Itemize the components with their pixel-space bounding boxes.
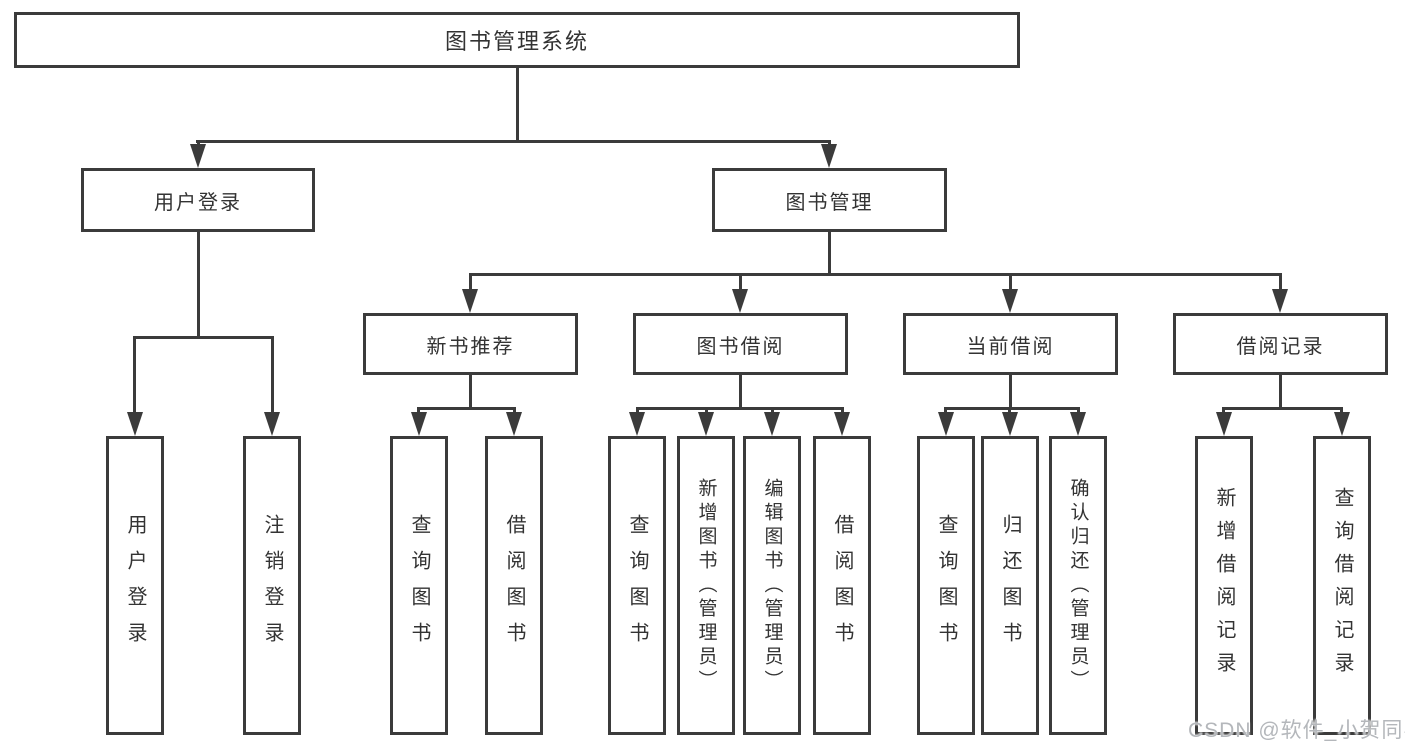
connector-line <box>636 407 639 415</box>
connector-line <box>516 68 519 140</box>
leaf-label: 借阅图书 <box>503 513 525 658</box>
node-library-management-system: 图书管理系统 <box>14 12 1020 68</box>
node-user-login: 用户登录 <box>81 168 315 232</box>
leaf-logout-login: 注销登录 <box>243 436 301 735</box>
arrow-down-icon <box>127 412 143 436</box>
leaf-add-books-admin: 新增图书（管理员） <box>677 436 735 735</box>
connector-line <box>513 407 516 415</box>
arrow-down-icon <box>462 289 478 313</box>
leaf-edit-books-admin: 编辑图书（管理员） <box>743 436 801 735</box>
connector-line <box>417 407 420 415</box>
connector-line <box>1077 407 1080 415</box>
connector-line <box>469 273 1281 276</box>
arrow-down-icon <box>938 412 954 436</box>
arrow-down-icon <box>1002 412 1018 436</box>
connector-line <box>271 336 274 414</box>
leaf-query-books-recommend: 查询图书 <box>390 436 448 735</box>
leaf-label: 新增借阅记录 <box>1213 486 1235 685</box>
connector-line <box>1009 273 1012 291</box>
connector-line <box>133 336 274 339</box>
node-borrowing-records: 借阅记录 <box>1173 313 1388 375</box>
leaf-confirm-return-admin: 确认归还（管理员） <box>1049 436 1107 735</box>
arrow-down-icon <box>629 412 645 436</box>
node-book-borrowing: 图书借阅 <box>633 313 848 375</box>
leaf-return-books: 归还图书 <box>981 436 1039 735</box>
arrow-down-icon <box>1002 289 1018 313</box>
node-book-management: 图书管理 <box>712 168 947 232</box>
leaf-label: 用户登录 <box>124 513 146 658</box>
leaf-query-books-current: 查询图书 <box>917 436 975 735</box>
arrow-down-icon <box>190 144 206 168</box>
node-current-borrowing: 当前借阅 <box>903 313 1118 375</box>
arrow-down-icon <box>264 412 280 436</box>
node-label: 当前借阅 <box>966 335 1055 358</box>
connector-line <box>469 273 472 291</box>
connector-line <box>133 336 136 414</box>
arrow-down-icon <box>1334 412 1350 436</box>
leaf-label: 查询图书 <box>935 513 957 658</box>
connector-line <box>944 407 1080 410</box>
arrow-down-icon <box>1272 289 1288 313</box>
leaf-borrow-books-recommend: 借阅图书 <box>485 436 543 735</box>
arrow-down-icon <box>732 289 748 313</box>
connector-line <box>196 140 831 143</box>
connector-line <box>771 407 774 415</box>
connector-line <box>1340 407 1343 415</box>
connector-line <box>469 375 472 407</box>
leaf-borrow-books-borrowing: 借阅图书 <box>813 436 871 735</box>
node-label: 新书推荐 <box>426 335 515 358</box>
leaf-label: 注销登录 <box>261 513 283 658</box>
leaf-label: 借阅图书 <box>831 513 853 658</box>
connector-line <box>1009 375 1012 407</box>
node-label: 图书管理系统 <box>444 29 589 54</box>
connector-line <box>739 375 742 407</box>
connector-line <box>636 407 844 410</box>
leaf-label: 查询借阅记录 <box>1331 486 1353 685</box>
connector-line <box>1222 407 1343 410</box>
connector-line <box>828 232 831 273</box>
leaf-add-borrow-record: 新增借阅记录 <box>1195 436 1253 735</box>
connector-line <box>197 232 200 336</box>
connector-line <box>705 407 708 415</box>
leaf-label: 新增图书（管理员） <box>695 477 717 694</box>
arrow-down-icon <box>506 412 522 436</box>
csdn-watermark: CSDN @软件_小贺同学 <box>1188 719 1405 742</box>
arrow-down-icon <box>1216 412 1232 436</box>
connector-line <box>944 407 947 415</box>
arrow-down-icon <box>821 144 837 168</box>
arrow-down-icon <box>698 412 714 436</box>
node-label: 图书管理 <box>785 191 874 214</box>
connector-line <box>1222 407 1225 415</box>
connector-line <box>841 407 844 415</box>
connector-line <box>739 273 742 291</box>
node-new-book-recommendation: 新书推荐 <box>363 313 578 375</box>
connector-line <box>1279 375 1282 407</box>
leaf-label: 确认归还（管理员） <box>1067 477 1089 694</box>
leaf-label: 查询图书 <box>408 513 430 658</box>
leaf-query-books-borrowing: 查询图书 <box>608 436 666 735</box>
arrow-down-icon <box>834 412 850 436</box>
arrow-down-icon <box>1070 412 1086 436</box>
connector-line <box>1008 407 1011 415</box>
leaf-query-borrow-record: 查询借阅记录 <box>1313 436 1371 735</box>
leaf-user-login: 用户登录 <box>106 436 164 735</box>
node-label: 借阅记录 <box>1236 335 1325 358</box>
connector-line <box>1279 273 1282 291</box>
connector-line <box>417 407 516 410</box>
leaf-label: 归还图书 <box>999 513 1021 658</box>
leaf-label: 编辑图书（管理员） <box>761 477 783 694</box>
arrow-down-icon <box>764 412 780 436</box>
leaf-label: 查询图书 <box>626 513 648 658</box>
arrow-down-icon <box>411 412 427 436</box>
node-label: 用户登录 <box>154 191 242 214</box>
node-label: 图书借阅 <box>696 335 785 358</box>
